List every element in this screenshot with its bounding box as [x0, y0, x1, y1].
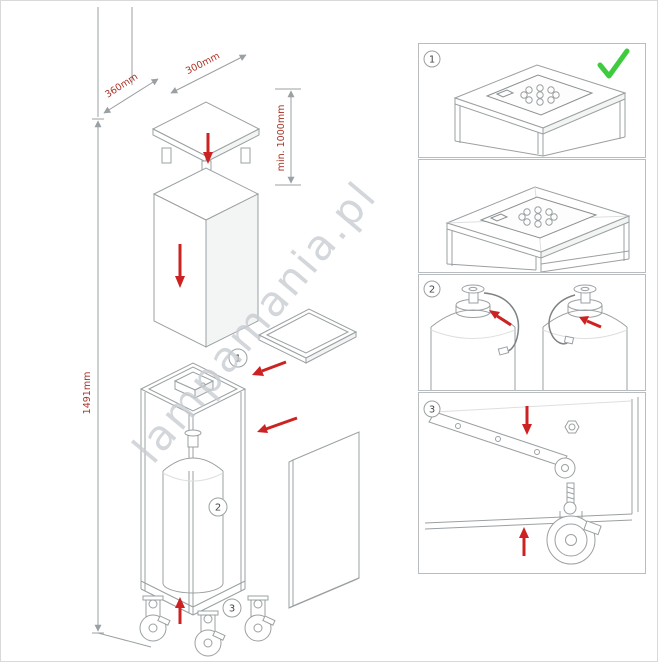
- top-cap: [151, 101, 261, 177]
- panel4-drawing: 3: [423, 397, 639, 565]
- dimension-depth: 360mm: [103, 71, 159, 114]
- panel1-step-marker: 1: [423, 50, 441, 68]
- panel-step1-top-view: 1: [418, 43, 646, 158]
- arrow-valve-right-icon: [579, 316, 602, 329]
- check-icon: [597, 48, 630, 79]
- brake-pedal: [583, 520, 602, 536]
- arrow-left-tray-icon: [252, 360, 287, 376]
- dimension-clearance: min. 1000mm: [275, 88, 301, 186]
- arrow-down-cap-icon: [203, 133, 213, 164]
- gas-hose-left: [483, 292, 520, 353]
- burner-holes: [518, 206, 558, 228]
- height-dimension-label: 1491mm: [82, 372, 93, 415]
- caster-middle: [194, 610, 226, 657]
- clearance-dimension-label: min. 1000mm: [276, 105, 287, 172]
- burner-holes: [520, 84, 560, 106]
- control-module: [489, 213, 509, 222]
- swivel-plate: [554, 457, 576, 479]
- mounting-plate: [428, 411, 568, 467]
- stand-frame: [446, 222, 630, 272]
- depth-dimension-label: 360mm: [103, 71, 140, 100]
- base-frame: [424, 397, 639, 530]
- panel-step3-caster-mounting: 3: [418, 392, 646, 574]
- arrow-down-column-icon: [175, 244, 185, 288]
- control-module: [495, 89, 515, 98]
- arrow-up-caster-icon: [175, 597, 185, 624]
- step1-number: 1: [235, 354, 241, 365]
- step2-marker: 2: [208, 497, 228, 517]
- side-door-panel: [288, 431, 360, 609]
- dimension-height: 1491mm: [82, 118, 152, 648]
- panel1-drawing: 1: [423, 48, 630, 157]
- exploded-view-diagram: 1491mm 360mm 300mm min. 1000mm: [82, 7, 387, 657]
- panel1-number: 1: [429, 55, 435, 66]
- arrow-up-caster-icon: [519, 527, 529, 556]
- gas-cylinder: [162, 429, 224, 594]
- step1-marker: 1: [228, 348, 248, 368]
- caster-left: [139, 595, 171, 642]
- dimension-width: 300mm: [170, 51, 247, 94]
- caster-assembly: [546, 482, 602, 565]
- panel3-step-marker: 2: [423, 280, 441, 298]
- panel2-drawing: [445, 186, 631, 272]
- stand-legs: [454, 99, 626, 157]
- gas-cylinder-right: [542, 284, 628, 390]
- width-dimension-label: 300mm: [184, 51, 222, 77]
- tabletop-assembled: [453, 64, 627, 157]
- caster-right: [244, 595, 276, 642]
- wall-lines: [97, 7, 133, 117]
- step3-number: 3: [229, 604, 235, 615]
- panel4-number: 3: [429, 405, 435, 416]
- step3-marker: 3: [222, 598, 242, 618]
- gas-hose-right: [548, 294, 576, 345]
- gas-cylinder-left: [430, 284, 520, 390]
- panel3-drawing: 2: [423, 280, 628, 390]
- arrow-left-door-icon: [257, 416, 298, 433]
- arrow-down-bolt-icon: [522, 406, 532, 435]
- caster-wheels: [139, 595, 276, 657]
- panel4-step-marker: 3: [423, 400, 441, 418]
- step2-number: 2: [215, 503, 221, 514]
- shelf-tray: [257, 308, 358, 364]
- panel-step2-gas-cylinders: 2: [418, 274, 646, 391]
- panel3-number: 2: [429, 285, 435, 296]
- panel-step1-top-view-alt: [418, 159, 646, 273]
- arrow-valve-left-icon: [489, 310, 512, 327]
- lock-nut: [564, 420, 580, 434]
- tabletop-alt: [445, 186, 631, 272]
- burner-top: [139, 362, 247, 416]
